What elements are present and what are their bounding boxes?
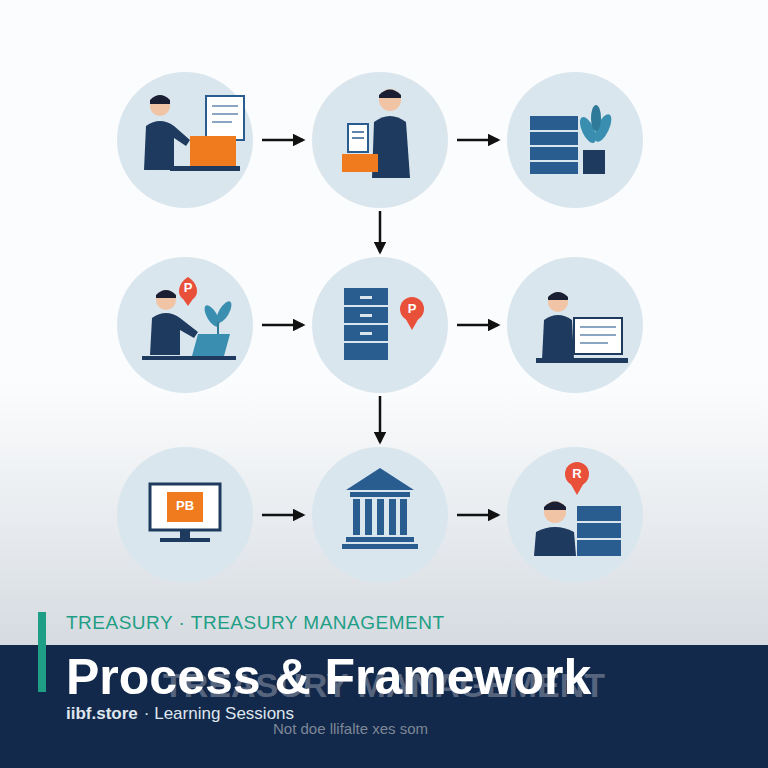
- person-at-desk: [144, 95, 244, 171]
- flow-arrow: [379, 396, 382, 442]
- site-name: iibf.store: [66, 704, 138, 724]
- process-circle: R: [507, 447, 643, 583]
- process-circle: [507, 72, 643, 208]
- flow-arrow: [457, 324, 498, 327]
- icon-letter: P: [402, 301, 422, 317]
- icon-letter: R: [567, 466, 587, 482]
- monitor: [150, 484, 220, 542]
- person-with-document: [342, 89, 410, 178]
- series-name: · Learning Sessions: [144, 704, 294, 724]
- title-band: [0, 645, 768, 768]
- process-circle: [117, 72, 253, 208]
- cabinet-and-plant: [530, 105, 615, 174]
- cabinet-with-pin: [344, 288, 424, 360]
- accent-bar: [38, 612, 46, 692]
- flow-arrow: [457, 139, 498, 142]
- person-at-computer: [536, 292, 628, 363]
- process-circle: P: [312, 257, 448, 393]
- footer-row: iibf.store · Learning Sessions: [66, 704, 294, 724]
- process-circle: P: [117, 257, 253, 393]
- process-circle: [312, 72, 448, 208]
- process-circle: [312, 447, 448, 583]
- flow-arrow: [262, 514, 303, 517]
- flow-arrow: [457, 514, 498, 517]
- flow-arrow: [379, 211, 382, 252]
- person-at-laptop: [142, 277, 236, 360]
- icon-letter: P: [178, 280, 198, 296]
- icon-letter: PB: [169, 498, 201, 514]
- title: Process & Framework: [66, 648, 591, 706]
- category-label: TREASURY · TREASURY MANAGEMENT: [66, 612, 445, 634]
- person-with-cabinet: [534, 462, 621, 556]
- garbled-note: Not doe llifalte xes som: [273, 720, 428, 737]
- flow-arrow: [262, 324, 303, 327]
- flow-arrow: [262, 139, 303, 142]
- process-circle: PB: [117, 447, 253, 583]
- page-ground: [0, 0, 768, 645]
- bank-building: [342, 468, 418, 549]
- process-circle: [507, 257, 643, 393]
